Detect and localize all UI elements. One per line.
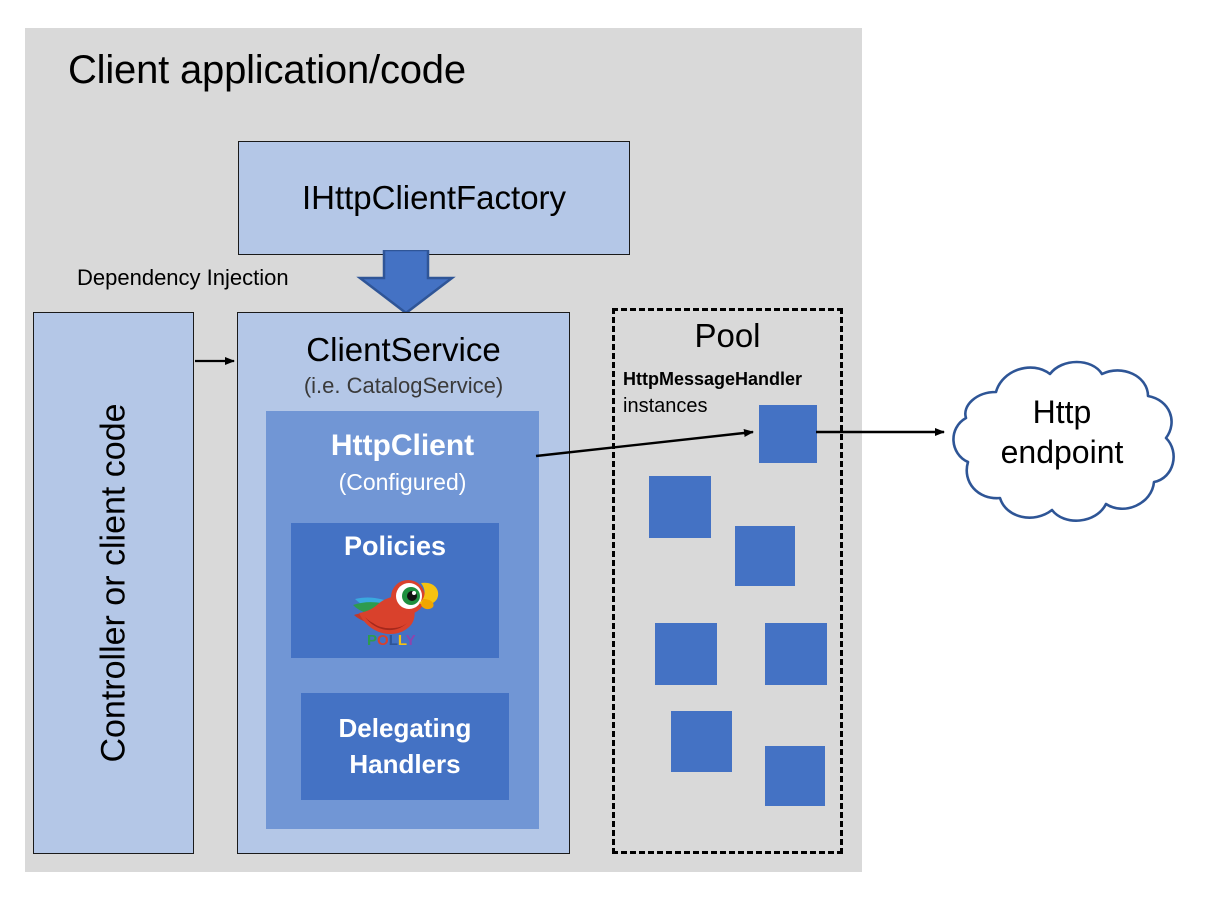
controller-or-client-code-box[interactable]: Controller or client code: [33, 312, 194, 854]
polly-parrot-logo-icon: POLLY: [353, 580, 439, 649]
pool-instance-5[interactable]: [765, 623, 827, 685]
clientservice-box[interactable]: ClientService (i.e. CatalogService) Http…: [237, 312, 570, 854]
pool-instance-6[interactable]: [671, 711, 732, 772]
pool-subtitle-httpmessagehandler: HttpMessageHandler: [623, 369, 803, 389]
policies-title: Policies: [343, 531, 447, 561]
down-block-arrow-icon: [356, 250, 456, 315]
httpclient-subtitle: (Configured): [338, 469, 467, 495]
http-endpoint-line-2: endpoint: [1000, 434, 1124, 470]
pool-instance-1[interactable]: [759, 405, 817, 463]
clientservice-subtitle: (i.e. CatalogService): [303, 373, 504, 398]
ihttpclientfactory-box[interactable]: IHttpClientFactory: [238, 141, 630, 255]
httpclient-title: HttpClient: [330, 429, 475, 462]
delegating-handlers-line-2: Handlers: [349, 748, 461, 779]
pool-instance-4[interactable]: [655, 623, 717, 685]
pool-box[interactable]: Pool HttpMessageHandler instances: [612, 308, 843, 854]
http-endpoint-label: Http endpoint: [938, 392, 1186, 472]
pool-instance-3[interactable]: [735, 526, 795, 586]
pool-title: Pool: [694, 317, 761, 354]
pool-subtitle-instances: instances: [623, 395, 708, 417]
svg-text:POLLY: POLLY: [367, 632, 416, 649]
cloud-icon: [952, 360, 1175, 522]
http-endpoint-cloud[interactable]: Http endpoint: [938, 356, 1186, 534]
pool-instance-2[interactable]: [649, 476, 711, 538]
controller-or-client-code-label: Controller or client code: [94, 403, 132, 763]
delegating-handlers-line-1: Delegating: [338, 713, 472, 744]
pool-instance-7[interactable]: [765, 746, 825, 806]
httpclient-box[interactable]: HttpClient (Configured) Policies: [266, 411, 539, 829]
dependency-injection-label: Dependency Injection: [77, 265, 289, 290]
ihttpclientfactory-label: IHttpClientFactory: [301, 179, 567, 216]
http-endpoint-line-1: Http: [1032, 394, 1092, 430]
client-application-title: Client application/code: [68, 48, 466, 92]
clientservice-title: ClientService: [306, 331, 501, 368]
policies-box[interactable]: Policies: [291, 523, 499, 658]
delegating-handlers-box[interactable]: Delegating Handlers: [301, 693, 509, 800]
